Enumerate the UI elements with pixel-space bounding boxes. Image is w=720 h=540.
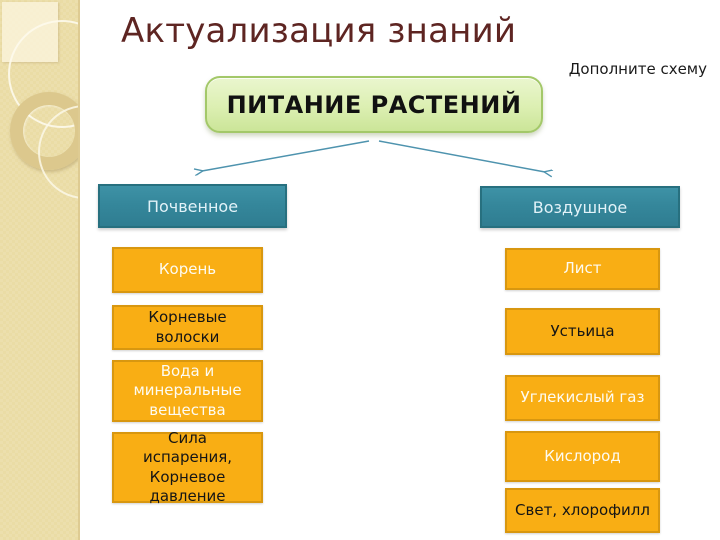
slide-title: Актуализация знаний xyxy=(121,11,517,51)
item-node-water-minerals: Вода и минеральные вещества xyxy=(112,360,263,422)
item-node-stomata: Устьица xyxy=(505,308,660,355)
item-node-leaf: Лист xyxy=(505,248,660,290)
item-node-evaporation-pressure: Сила испарения, Корневое давление xyxy=(112,429,263,505)
branch-node-soil: Почвенное xyxy=(98,184,287,228)
item-node-oxygen: Кислород xyxy=(505,431,660,482)
branch-node-air: Воздушное xyxy=(480,186,680,228)
item-node-root-hairs: Корневые волоски xyxy=(112,305,263,350)
item-node-root: Корень xyxy=(112,247,263,293)
root-node-plant-nutrition: ПИТАНИЕ РАСТЕНИЙ xyxy=(205,76,543,133)
item-node-carbon-dioxide: Углекислый газ xyxy=(505,375,660,421)
item-node-light-chlorophyll: Свет, хлорофилл xyxy=(505,488,660,533)
instruction-text: Дополните схему xyxy=(568,60,707,78)
sidebar-ornament xyxy=(0,0,80,540)
